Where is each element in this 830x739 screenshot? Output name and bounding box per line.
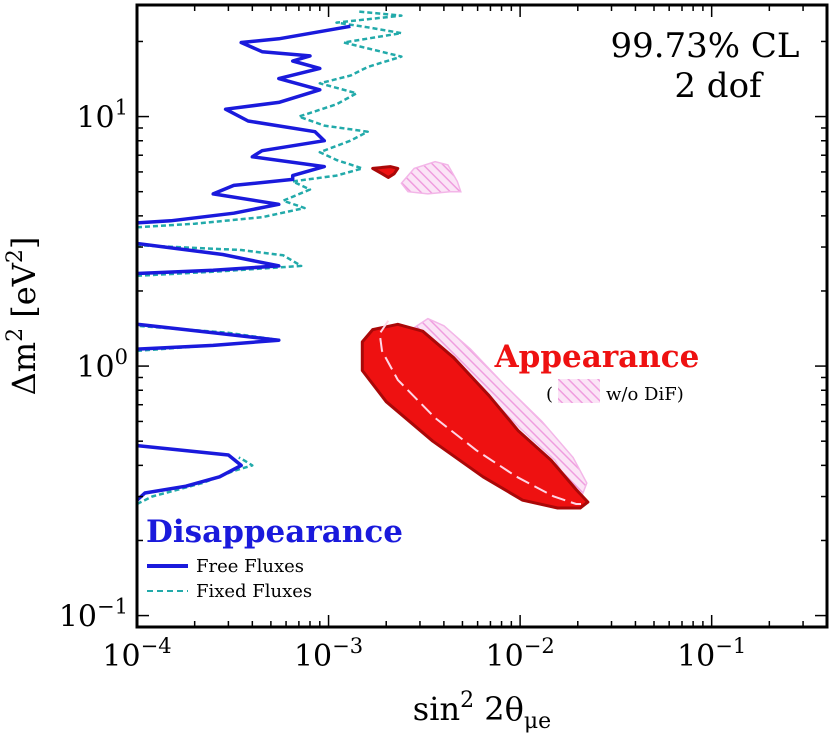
plot-frame	[135, 3, 829, 629]
x-tick-label: 10−3	[294, 634, 363, 674]
wodif-region-1	[400, 160, 462, 195]
x-tick-label: 10−2	[486, 634, 555, 674]
fixed-fluxes-line-0	[137, 456, 254, 506]
cl-label: 99.73% CL	[610, 26, 799, 66]
free-fluxes-line-2	[137, 241, 281, 276]
y-tick-label: 101	[76, 96, 128, 136]
appearance-inner-boundary	[378, 320, 581, 505]
dof-label: 2 dof	[674, 66, 764, 106]
y-axis-label: Δm2 [eV2]	[3, 237, 43, 396]
x-tick-label: 10−4	[102, 634, 171, 674]
lines-layer	[137, 10, 403, 506]
wodif-legend-swatch	[558, 379, 600, 403]
legend-fixed-fluxes-label: Fixed Fluxes	[196, 581, 312, 602]
free-fluxes-line-3	[137, 24, 351, 225]
disappearance-label: Disappearance	[146, 514, 403, 550]
appearance-label: Appearance	[494, 339, 700, 375]
x-axis-label: sin2 2θμe	[413, 688, 551, 734]
free-fluxes-line-0	[137, 443, 243, 502]
legend-free-fluxes-label: Free Fluxes	[196, 556, 304, 577]
y-tick-label: 10−1	[59, 595, 128, 635]
ticks-layer: 10−4 10−3 10−2 10−1 10−1 100 101	[59, 5, 828, 674]
wodif-label: w/o DiF)	[606, 384, 684, 405]
y-tick-label: 100	[76, 345, 128, 385]
appearance-region-1	[371, 165, 400, 179]
x-tick-label: 10−1	[677, 634, 746, 674]
regions-layer	[360, 160, 590, 510]
fixed-fluxes-line-3	[137, 10, 403, 229]
free-fluxes-line-1	[137, 322, 281, 351]
appearance-region-0	[360, 322, 590, 510]
wodif-open-paren: (	[546, 384, 553, 405]
